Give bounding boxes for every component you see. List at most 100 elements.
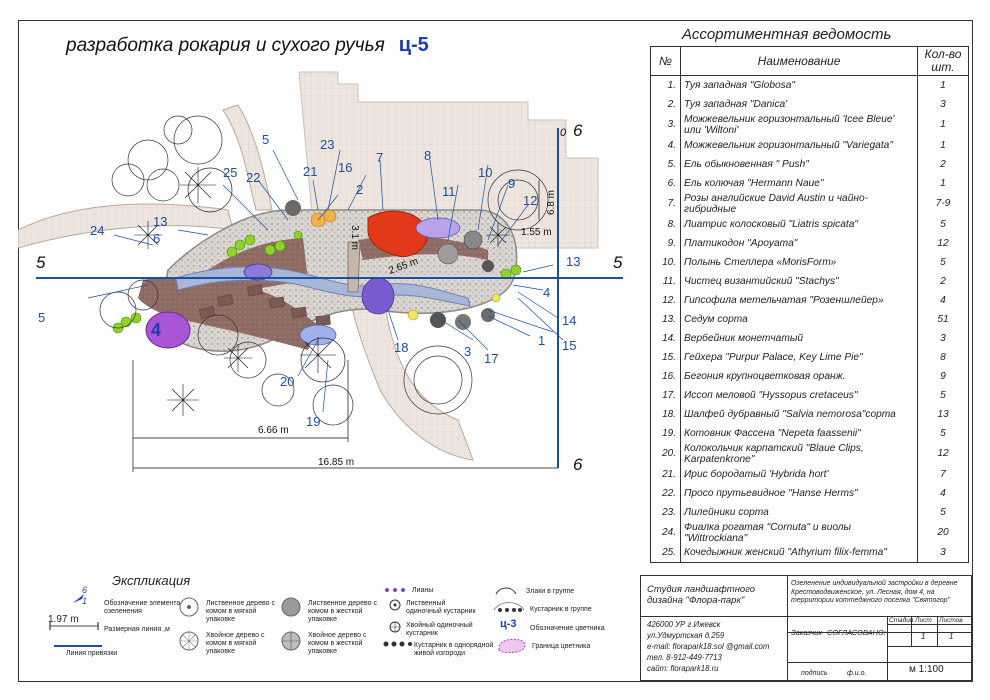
plant-name: Гейхера "Purpur Palace, Key Lime Pie"	[680, 347, 918, 367]
row-number: 23.	[650, 502, 681, 522]
bed-label-4: 4	[151, 320, 161, 340]
row-number: 21.	[650, 464, 681, 484]
legend-item-2: Линия привязки	[66, 650, 118, 657]
plant-name: Седум сорта	[680, 309, 918, 329]
legend-sample-num-a: 6	[82, 585, 88, 595]
legend-item-11: Злаки в группе	[526, 588, 575, 595]
row-number: 9.	[650, 233, 681, 253]
legend-item-7: Лианы	[412, 587, 434, 594]
assortment-row: 5.Ель обыкновенная " Push"2	[650, 154, 969, 174]
plan-num-21: 21	[303, 164, 317, 179]
row-number: 11.	[650, 271, 681, 291]
plan-num-10: 10	[478, 165, 492, 180]
plant-name: Ирис бородатый 'Hybrida hort'	[680, 464, 918, 484]
plant-name: Полынь Стеллера «MorisForm»	[680, 252, 918, 272]
plan-num-2: 2	[356, 182, 363, 197]
legend-item-14: Граница цветника	[532, 643, 591, 650]
legend-item-8: Лиственный одиночный кустарник	[406, 600, 476, 615]
assortment-row: 15.Гейхера "Purpur Palace, Key Lime Pie"…	[650, 347, 969, 367]
legend-conifer-hard-icon	[281, 631, 301, 651]
dim-6-8: 6.8 m	[546, 190, 557, 215]
row-number: 2.	[650, 94, 681, 114]
legend-title: Экспликация	[112, 573, 191, 588]
sheets-label: Листов	[939, 617, 963, 624]
studio-phone: тел. 8-912-449-7713	[647, 653, 722, 662]
assortment-row: 25.Кочедыжник женский "Athyrium filix-fe…	[650, 543, 969, 563]
plan-num-13a: 13	[153, 214, 167, 229]
row-number: 14.	[650, 328, 681, 348]
plan-num-18: 18	[394, 340, 408, 355]
signature-label: подпись	[801, 670, 828, 677]
legend-shrub-group-icon	[493, 602, 525, 612]
row-number: 24.	[650, 521, 681, 544]
legend-item-10: Кустарник в однорядной живой изгороди	[414, 642, 494, 657]
studio-site: сайт: florapark18.ru	[647, 664, 719, 673]
plant-qty: 1	[917, 75, 969, 95]
row-number: 12.	[650, 290, 681, 310]
sedum-groups	[112, 230, 522, 334]
plant-name: Розы английские David Austin и чайно-гиб…	[680, 192, 918, 215]
col-num-header: №	[650, 46, 681, 76]
plan-num-5a: 5	[262, 132, 269, 147]
plan-num-22: 22	[246, 170, 260, 185]
plant-qty: 9	[917, 366, 969, 386]
rose-bed	[367, 210, 428, 258]
plant-qty: 5	[917, 214, 969, 234]
plan-num-3: 3	[464, 344, 471, 359]
plan-num-6: 6	[153, 231, 160, 246]
row-number: 25.	[650, 543, 681, 563]
assortment-row: 22.Просо прутьевидное "Hanse Herms"4	[650, 483, 969, 503]
assortment-row: 20.Колокольчик карпатский "Blaue Clips, …	[650, 442, 969, 465]
legend-dimline-icon	[49, 622, 99, 630]
legend-grass-icon	[495, 587, 517, 595]
legend-item-6: Хвойное дерево с комом в жесткой упаковк…	[308, 632, 367, 655]
legend-sample-code: ц-3	[500, 618, 517, 630]
title-block: Студия ландшафтного дизайна "Флора-парк"…	[640, 575, 972, 681]
plant-name: Туя западная "Globosa"	[680, 75, 918, 95]
assortment-row: 17.Иссоп меловой "Hyssopus cretaceus"5	[650, 385, 969, 405]
assortment-row: 24.Фиалка рогатая "Cornuta" и виолы "Wit…	[650, 521, 969, 544]
plant-qty: 20	[917, 521, 969, 544]
plant-qty: 5	[917, 423, 969, 443]
plant-qty: 4	[917, 483, 969, 503]
reference-axes	[36, 128, 623, 468]
plant-name: Колокольчик карпатский "Blaue Clips, Kar…	[680, 442, 918, 465]
legend-item-3: Лиственное дерево с комом в мягкой упако…	[206, 600, 275, 623]
legend-shrub-icon	[389, 599, 401, 611]
axis-label-left: 5	[36, 253, 46, 272]
studio-address-1: ул.Удмуртская д.259	[647, 631, 725, 640]
assortment-row: 18.Шалфей дубравный "Salvia nemorosa"сор…	[650, 404, 969, 424]
plant-name: Ель колючая "Hermann Naue"	[680, 173, 918, 193]
plan-num-11: 11	[442, 184, 456, 199]
assortment-row: 10.Полынь Стеллера «MorisForm»5	[650, 252, 969, 272]
row-number: 20.	[650, 442, 681, 465]
legend-item-5: Лиственное дерево с комом в жесткой упак…	[308, 600, 377, 623]
legend-refline-icon	[54, 645, 102, 647]
row-number: 22.	[650, 483, 681, 503]
plant-qty: 1	[917, 135, 969, 155]
plan-num-5b: 5	[38, 310, 45, 325]
assortment-table: № Наименование Кол-во шт. 1.Туя западная…	[650, 46, 970, 568]
plant-name: Можжевельник горизонтальный "Variegata"	[680, 135, 918, 155]
row-number: 18.	[650, 404, 681, 424]
plant-name: Котовник Фассена "Nepeta faassenii"	[680, 423, 918, 443]
assortment-row: 6.Ель колючая "Hermann Naue"1	[650, 173, 969, 193]
plant-name: Платикодон "Apoyama"	[680, 233, 918, 253]
plant-name: Вербейник монетчатый	[680, 328, 918, 348]
plant-qty: 3	[917, 543, 969, 563]
legend-item-4: Хвойное дерево с комом в мягкой упаковке	[206, 632, 265, 655]
legend-conifer-soft-icon	[179, 631, 199, 651]
plant-name: Можжевельник горизонтальный 'Icee Bleue'…	[680, 113, 918, 136]
stage-label: Стадия	[889, 617, 914, 624]
approved-label: СОГЛАСОВАНО:	[827, 628, 886, 637]
lavender-groups	[145, 217, 461, 349]
row-number: 6.	[650, 173, 681, 193]
plan-num-20: 20	[280, 374, 294, 389]
legend-conifer-shrub-icon	[389, 621, 401, 633]
assortment-row: 19.Котовник Фассена "Nepeta faassenii"5	[650, 423, 969, 443]
row-number: 3.	[650, 113, 681, 136]
plant-qty: 8	[917, 347, 969, 367]
axis-label-right: 5	[613, 253, 623, 272]
